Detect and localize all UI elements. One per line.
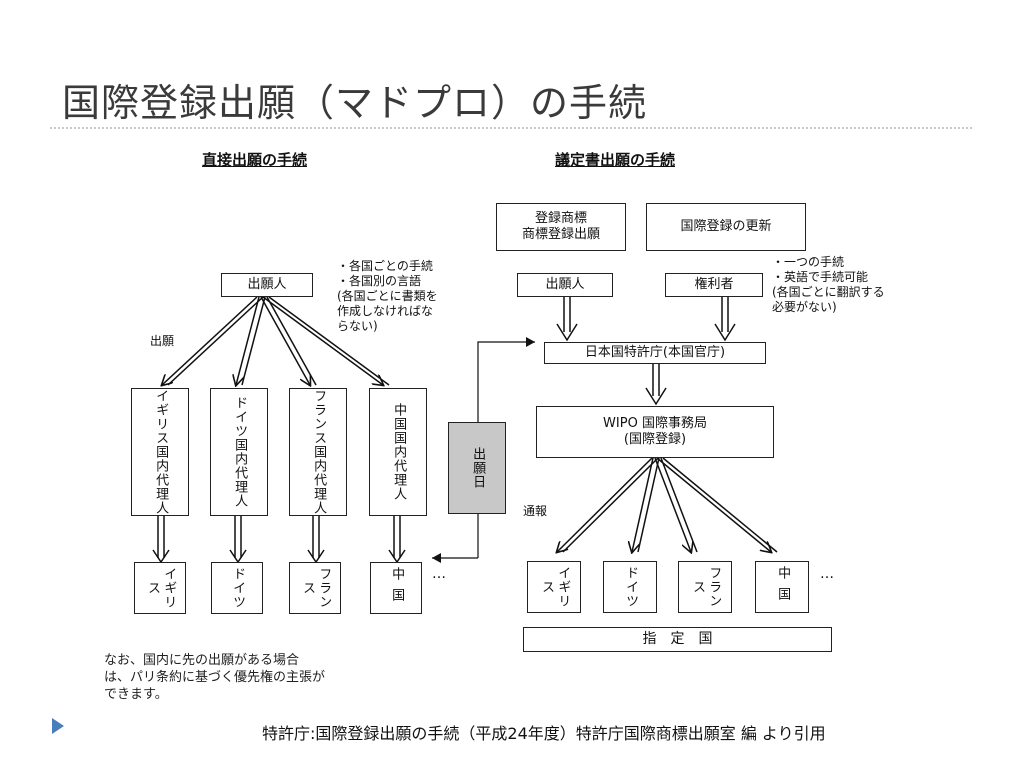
filing-date-label: 出願日: [470, 447, 486, 489]
direct-country-cn-label: 中国: [389, 567, 405, 609]
direct-country-de-label: ドイツ: [230, 567, 246, 609]
wipo-box: WIPO 国際事務局 (国際登録): [536, 406, 774, 458]
direct-country-uk-label: イギリス: [145, 567, 177, 609]
protocol-notes: ・一つの手続 ・英語で手続可能 (各国ごとに翻訳する 必要がない): [772, 255, 885, 314]
protocol-country-fr: フランス: [678, 561, 732, 613]
direct-country-cn: 中国: [370, 562, 422, 614]
agent-box-cn: 中国国内代理人: [369, 388, 427, 516]
designated-countries-box: 指 定 国: [523, 627, 832, 652]
agent-box-fr: フランス国内代理人: [289, 388, 347, 516]
agent-label-uk: イギリス国内代理人: [153, 389, 169, 515]
protocol-down-arrows: [556, 297, 736, 406]
direct-ellipsis: …: [432, 566, 446, 582]
agent-label-cn: 中国国内代理人: [391, 403, 407, 501]
direct-applicant-box: 出願人: [221, 273, 313, 297]
protocol-country-cn-label: 中国: [775, 566, 791, 608]
agent-label-fr: フランス国内代理人: [311, 389, 327, 515]
direct-agent-arrows: [152, 516, 406, 564]
notify-label: 通報: [523, 504, 548, 518]
protocol-heading: 議定書出願の手続: [555, 151, 676, 169]
direct-country-de: ドイツ: [211, 562, 263, 614]
protocol-country-de: ドイツ: [603, 561, 657, 613]
slide-title: 国際登録出願（マドプロ）の手続: [62, 81, 648, 125]
source-citation: 特許庁:国際登録出願の手続（平成24年度）特許庁国際商標出願室 編 より引用: [262, 724, 826, 743]
protocol-country-fr-label: フランス: [690, 566, 722, 608]
direct-fan-arrows: [162, 296, 390, 385]
protocol-country-uk: イギリス: [527, 561, 581, 613]
direct-country-fr-label: フランス: [300, 567, 332, 609]
direct-heading: 直接出願の手続: [202, 151, 308, 169]
registration-box: 登録商標 商標登録出願: [496, 203, 626, 251]
protocol-ellipsis: …: [820, 566, 834, 582]
protocol-country-de-label: ドイツ: [623, 566, 639, 608]
protocol-fan-arrows: [557, 457, 778, 552]
protocol-country-cn: 中国: [755, 561, 809, 613]
direct-arrow-label: 出願: [150, 334, 175, 348]
direct-notes: ・各国ごとの手続 ・各国別の言語 (各国ごとに書類を 作成しなければな らない): [337, 259, 438, 333]
title-divider: [50, 127, 972, 129]
holder-box: 権利者: [665, 273, 763, 297]
agent-box-de: ドイツ国内代理人: [210, 388, 268, 516]
protocol-applicant-box: 出願人: [517, 273, 613, 297]
filing-date-box: 出願日: [448, 422, 506, 514]
renewal-box: 国際登録の更新: [646, 203, 806, 251]
agent-box-uk: イギリス国内代理人: [131, 388, 189, 516]
slide-bullet-icon: [52, 718, 64, 734]
jpo-office-box: 日本国特許庁(本国官庁): [544, 342, 766, 364]
protocol-country-uk-label: イギリス: [539, 566, 571, 608]
agent-label-de: ドイツ国内代理人: [232, 396, 248, 508]
direct-country-fr: フランス: [289, 562, 341, 614]
direct-country-uk: イギリス: [134, 562, 186, 614]
priority-note: なお、国内に先の出願がある場合 は、パリ条約に基づく優先権の主張が できます。: [104, 653, 326, 702]
